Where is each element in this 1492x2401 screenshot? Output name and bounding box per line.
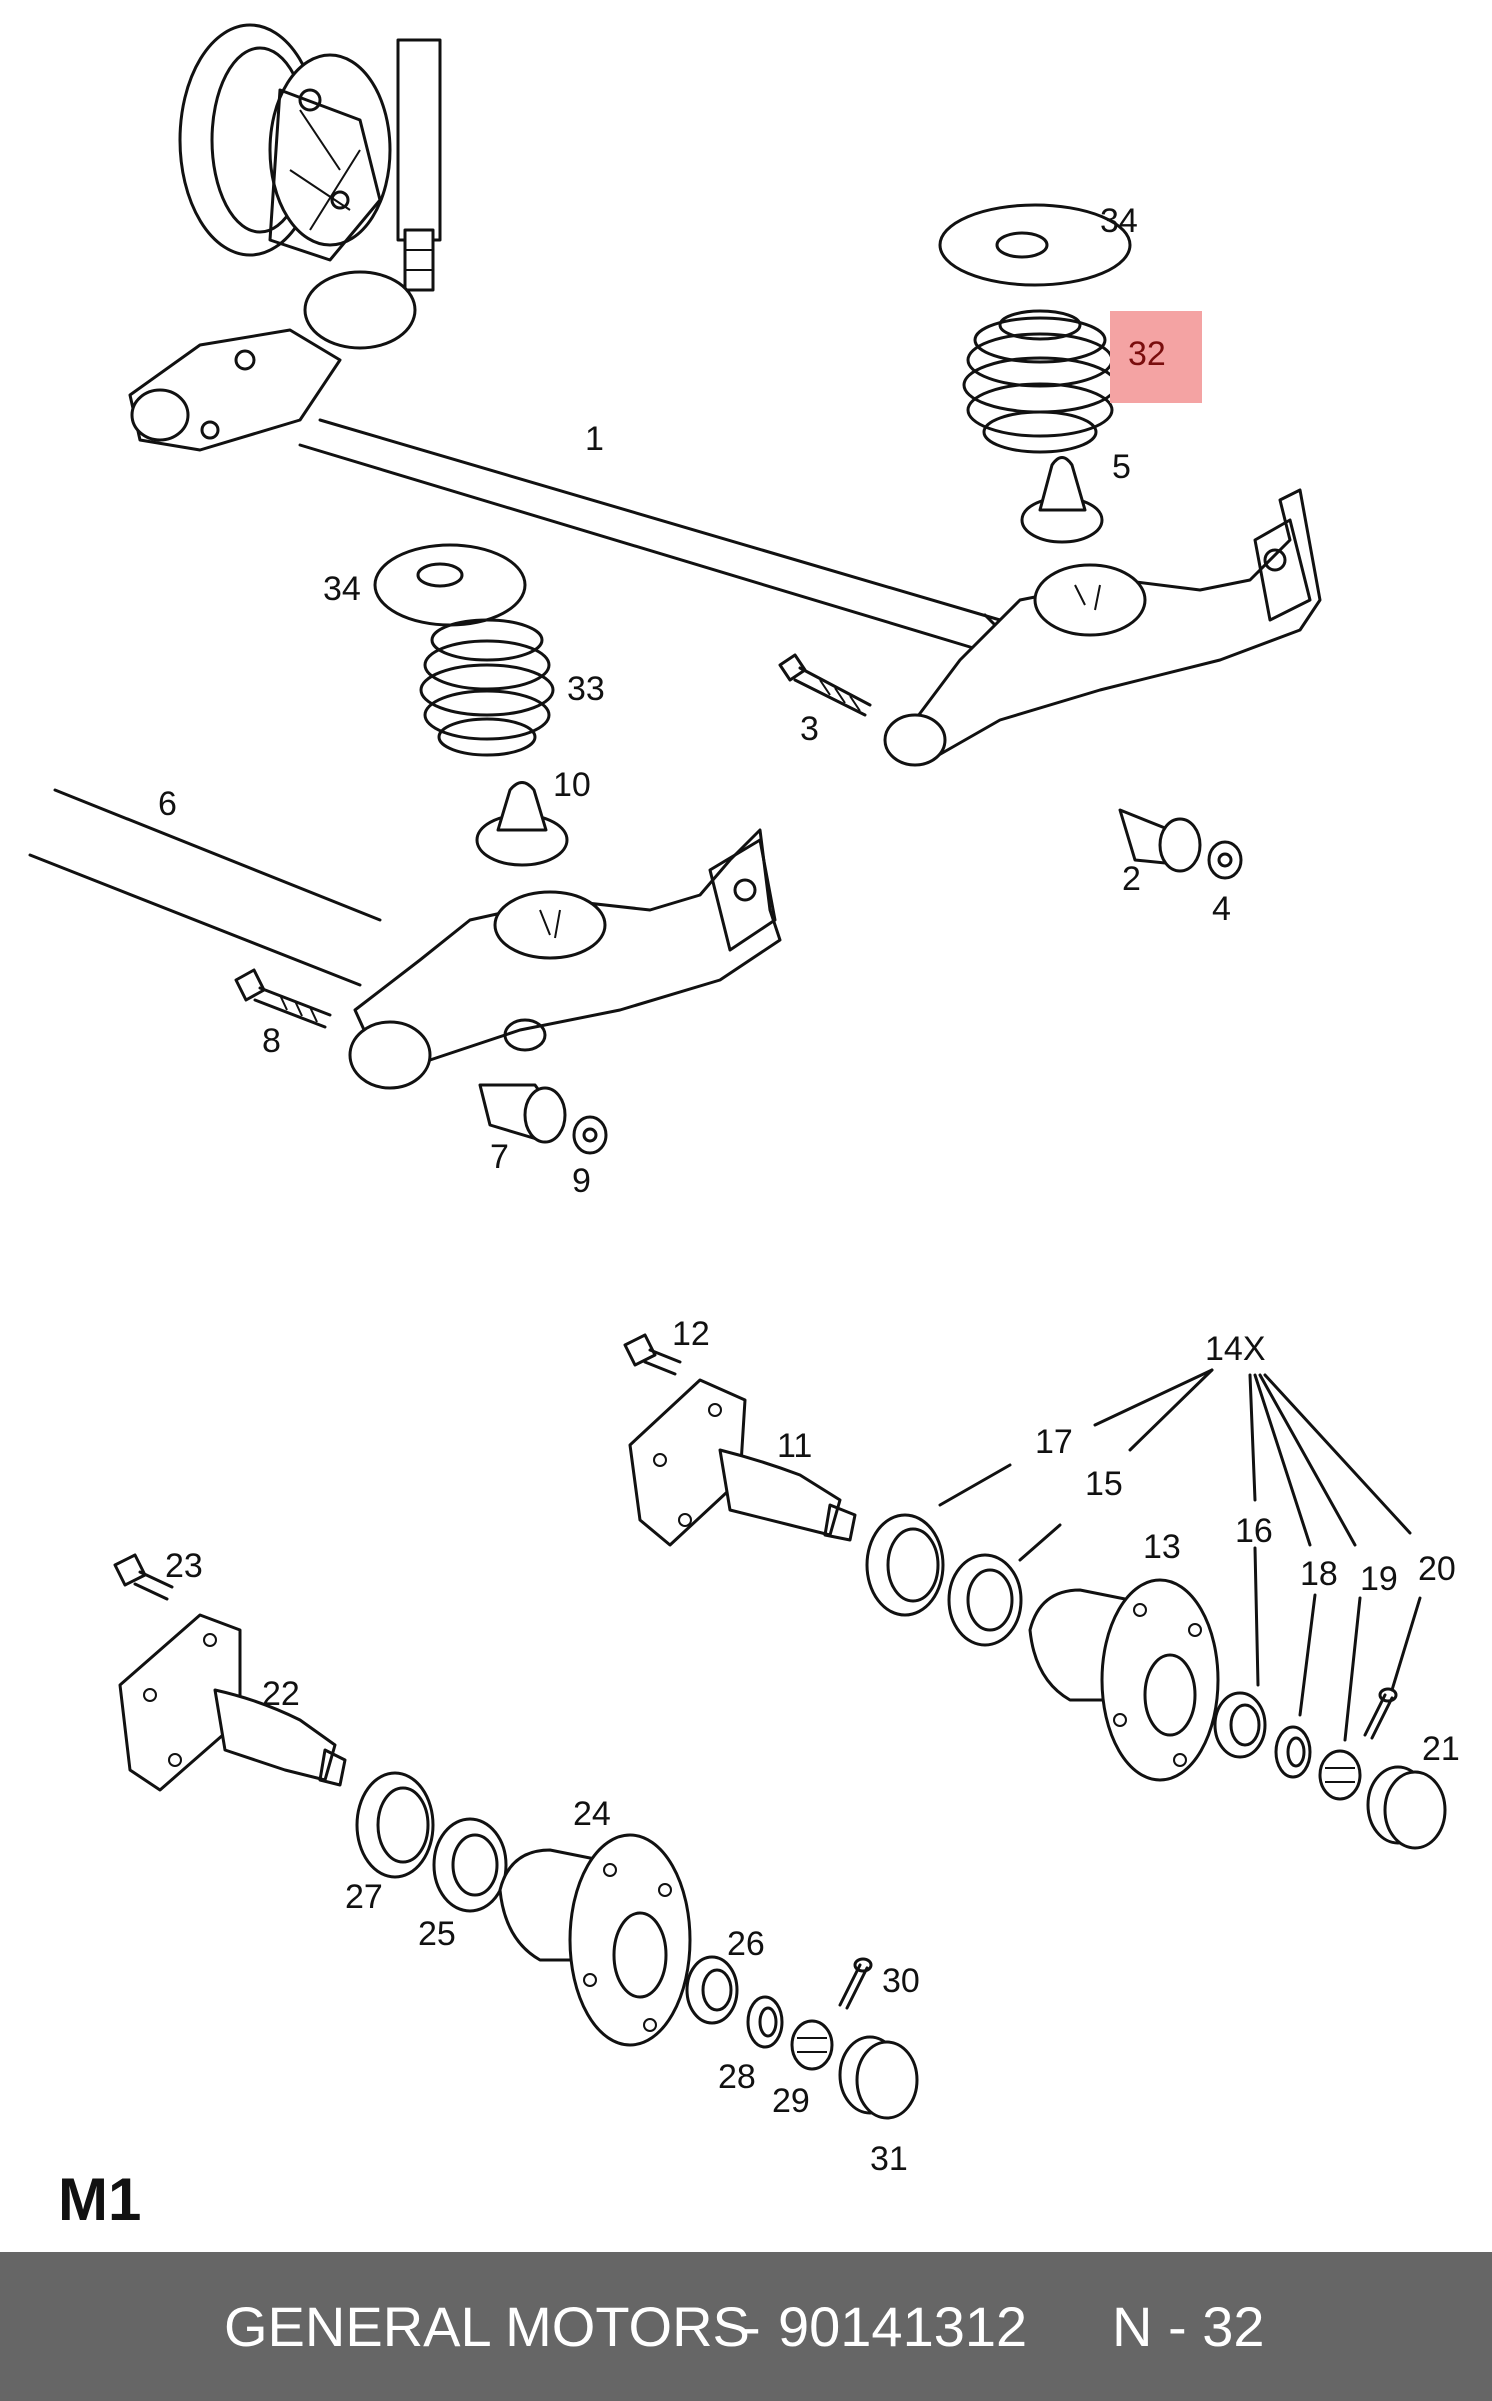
- footer-brand: GENERAL MOTORS: [224, 2295, 750, 2358]
- spring-seat-34-lower: [373, 543, 527, 627]
- callout-17: 17: [1035, 1423, 1073, 1461]
- stub-axle-11: [628, 1378, 857, 1547]
- callout-8: 8: [262, 1022, 281, 1060]
- washer-18: [1274, 1725, 1312, 1779]
- callout-28: 28: [718, 2058, 756, 2096]
- footer-page-ref: N - 32: [1112, 2295, 1265, 2358]
- callout-30: 30: [882, 1962, 920, 2000]
- highlight-box-32: [1110, 311, 1202, 403]
- axle-beam: [298, 418, 1012, 662]
- callout-9: 9: [572, 1162, 591, 1200]
- callout-5: 5: [1112, 448, 1131, 486]
- rear-axle-exploded-diagram: 32 1 34 5 34 33 3 10 6 2 4 8 7 9 12 14X …: [28, 23, 1460, 2178]
- callout-26: 26: [727, 1925, 765, 1963]
- callout-2: 2: [1122, 860, 1141, 898]
- hub-13: [1028, 1578, 1220, 1782]
- kit-14x-leader-lines: [938, 1368, 1422, 1742]
- left-trailing-arm-bracket: [128, 328, 342, 452]
- callout-27: 27: [345, 1878, 383, 1916]
- right-trailing-arm: [883, 488, 1322, 767]
- spring-seat-left-upper: [303, 270, 417, 350]
- callout-14x: 14X: [1205, 1330, 1266, 1368]
- bolt-23: [113, 1553, 174, 1601]
- section-id: M1: [58, 2166, 142, 2233]
- callout-20: 20: [1418, 1550, 1456, 1588]
- nut-29: [790, 2019, 834, 2071]
- callout-34-upper: 34: [1100, 202, 1138, 240]
- callout-3: 3: [800, 710, 819, 748]
- callout-7: 7: [490, 1138, 509, 1176]
- cotter-pin-30: [838, 1957, 873, 2010]
- nut-9: [572, 1115, 608, 1155]
- callout-16: 16: [1235, 1512, 1273, 1550]
- bump-stop-10: [475, 781, 569, 867]
- callout-23: 23: [165, 1547, 203, 1585]
- brake-drum-assembly: [178, 23, 392, 262]
- callout-34-lower: 34: [323, 570, 361, 608]
- callout-22: 22: [262, 1675, 300, 1713]
- callout-10: 10: [553, 766, 591, 804]
- bolt-12: [623, 1333, 682, 1376]
- spring-seat-34-upper: [938, 203, 1132, 287]
- left-trailing-arm: [348, 828, 782, 1090]
- oil-seal-27: [355, 1771, 435, 1879]
- callout-4: 4: [1212, 890, 1231, 928]
- nut-19: [1318, 1749, 1362, 1801]
- callout-31: 31: [870, 2140, 908, 2178]
- bearing-25: [432, 1817, 508, 1913]
- callout-24: 24: [573, 1795, 611, 1833]
- callout-19: 19: [1360, 1560, 1398, 1598]
- coil-spring-32: [962, 309, 1118, 454]
- washer-28: [746, 1995, 784, 2049]
- bearing-26: [685, 1955, 739, 2025]
- callout-6: 6: [158, 785, 177, 823]
- shock-absorber-upper: [396, 38, 442, 292]
- bolt-8: [234, 968, 332, 1029]
- callout-1: 1: [585, 420, 604, 458]
- grease-cap-31: [838, 2035, 919, 2120]
- callout-29: 29: [772, 2082, 810, 2120]
- bearing-15: [947, 1553, 1023, 1647]
- bolt-3: [778, 653, 872, 717]
- coil-spring-33: [419, 618, 555, 757]
- callout-12: 12: [672, 1315, 710, 1353]
- callout-25: 25: [418, 1915, 456, 1953]
- oil-seal-17: [865, 1513, 945, 1617]
- callout-15: 15: [1085, 1465, 1123, 1503]
- callout-21: 21: [1422, 1730, 1460, 1768]
- footer-separator: -: [742, 2295, 761, 2358]
- bushing-7: [478, 1083, 567, 1144]
- left-axle-tube: [28, 788, 382, 987]
- callout-18: 18: [1300, 1555, 1338, 1593]
- callout-33: 33: [567, 670, 605, 708]
- callout-11: 11: [777, 1427, 812, 1465]
- callout-13: 13: [1143, 1528, 1181, 1566]
- bearing-16: [1213, 1691, 1267, 1759]
- hub-24: [498, 1833, 692, 2047]
- bushing-2: [1118, 808, 1202, 873]
- footer-part-number: 90141312: [778, 2295, 1028, 2358]
- callout-32: 32: [1128, 335, 1166, 373]
- bump-stop-5: [1020, 456, 1104, 544]
- nut-4: [1207, 840, 1243, 880]
- cotter-pin-20: [1363, 1687, 1398, 1740]
- stub-axle-22: [118, 1613, 347, 1792]
- footer-bar: GENERAL MOTORS - 90141312 N - 32: [0, 2252, 1492, 2401]
- grease-cap-21: [1366, 1765, 1447, 1850]
